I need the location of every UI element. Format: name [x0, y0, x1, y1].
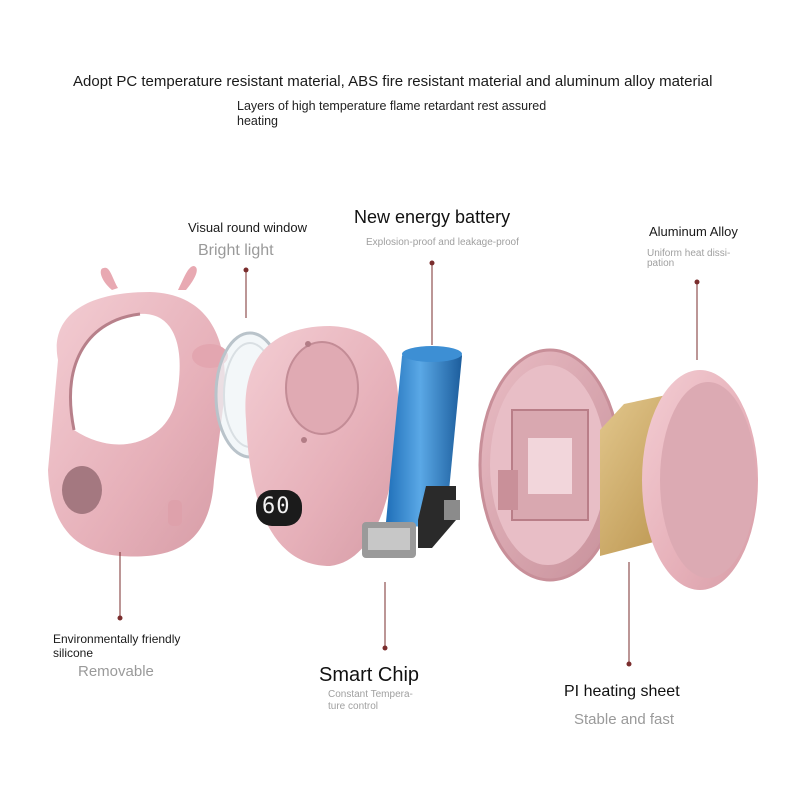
callout-alloy-sub: Uniform heat dissi-pation — [647, 248, 731, 269]
callout-window-label: Visual round window — [188, 220, 307, 235]
callout-sheet-label: PI heating sheet — [564, 683, 680, 700]
smart-chip — [362, 486, 460, 558]
display-reading: 60 — [262, 494, 291, 519]
page-subtitle: Layers of high temperature flame retarda… — [237, 99, 547, 128]
page-title: Adopt PC temperature resistant material,… — [73, 73, 713, 90]
battery — [386, 346, 462, 527]
callout-battery-sub: Explosion-proof and leakage-proof — [366, 237, 519, 248]
rear-housing — [478, 348, 622, 582]
callout-alloy-label: Aluminum Alloy — [649, 224, 738, 239]
callout-silicone-sub: Removable — [78, 663, 154, 680]
callout-silicone-label: Environmentally friendly silicone — [53, 632, 181, 660]
callout-sheet-sub: Stable and fast — [574, 711, 675, 728]
silicone-sleeve — [48, 266, 228, 557]
callout-chip-label: Smart Chip — [319, 664, 420, 686]
aluminum-cover — [642, 370, 758, 590]
callout-battery-label: New energy battery — [354, 207, 511, 227]
front-housing — [245, 326, 399, 566]
callout-window-sub: Bright light — [198, 242, 274, 259]
leader-lines — [117, 260, 700, 667]
callout-chip-sub: Constant Tempera-ture control — [328, 689, 413, 712]
